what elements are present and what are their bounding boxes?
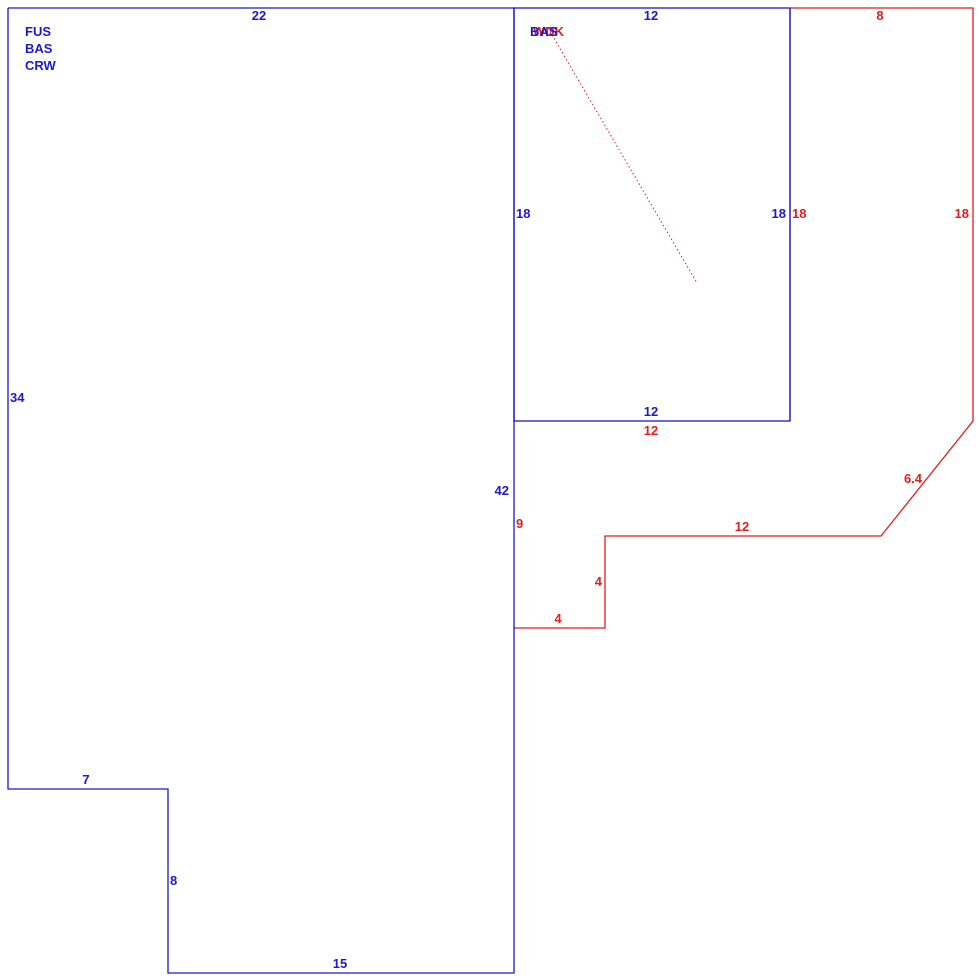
- area-code-bas: BAS: [25, 41, 53, 56]
- area-code-crw: CRW: [25, 58, 57, 73]
- dim-inner-left: 18: [516, 206, 530, 221]
- dim-inner-bottom: 12: [644, 404, 658, 419]
- dim-deck-step: 12: [735, 519, 749, 534]
- main-building-outline: [7, 7, 515, 974]
- area-code-bas-section: BAS: [530, 24, 558, 39]
- dim-deck-left: 18: [792, 206, 806, 221]
- dim-main-right: 42: [495, 483, 509, 498]
- dim-main-left: 34: [10, 390, 25, 405]
- deck-outline: [514, 7, 974, 629]
- label-leader-line: [547, 27, 698, 284]
- dim-notch-side: 8: [170, 873, 177, 888]
- dim-main-top: 22: [252, 8, 266, 23]
- dim-deck-inner-bottom: 12: [644, 423, 658, 438]
- dim-deck-top: 8: [876, 8, 883, 23]
- inner-section-outline: [513, 7, 791, 422]
- dim-inner-top: 12: [644, 8, 658, 23]
- dim-deck-right: 18: [955, 206, 969, 221]
- dim-deck-diagonal: 6.4: [904, 471, 923, 486]
- dim-inner-right: 18: [772, 206, 786, 221]
- dim-notch-top: 7: [82, 772, 89, 787]
- area-code-fus: FUS: [25, 24, 51, 39]
- dim-deck-riser: 4: [595, 574, 603, 589]
- dim-main-bottom: 15: [333, 956, 347, 971]
- dim-deck-lower-left: 9: [516, 516, 523, 531]
- area-code-wdk: WDK: [533, 24, 565, 39]
- dim-deck-base: 4: [554, 611, 562, 626]
